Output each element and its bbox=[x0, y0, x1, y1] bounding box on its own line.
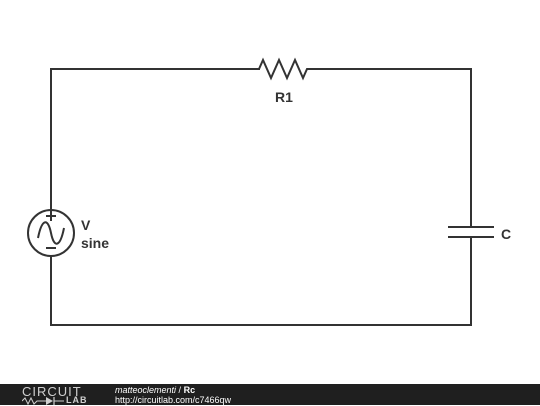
logo-text-top: CIRCUIT bbox=[22, 384, 82, 399]
resistor-zigzag bbox=[258, 57, 311, 81]
source-type-label: sine bbox=[81, 235, 109, 251]
capacitor-label: C bbox=[501, 226, 511, 242]
source-label: V bbox=[81, 217, 91, 233]
resistor-r1[interactable]: R1 bbox=[258, 57, 311, 105]
source-circle bbox=[27, 209, 75, 257]
circuit-schematic: R1 C V sine bbox=[27, 57, 511, 326]
circuit-meta: matteoclementi / Rc http://circuitlab.co… bbox=[115, 385, 231, 405]
sine-wave-icon bbox=[37, 221, 65, 245]
meta-line-1: matteoclementi / Rc bbox=[115, 385, 231, 395]
resistor-label: R1 bbox=[275, 89, 293, 105]
author-name[interactable]: matteoclementi bbox=[115, 385, 177, 395]
circuit-url[interactable]: http://circuitlab.com/c7466qw bbox=[115, 395, 232, 405]
footer-bar: CIRCUIT LAB matteoclementi / Rc http://c… bbox=[0, 384, 540, 406]
capacitor-c[interactable]: C bbox=[448, 226, 511, 242]
circuit-title[interactable]: Rc bbox=[183, 385, 196, 395]
logo-text-bottom: LAB bbox=[66, 395, 88, 405]
logo-diode-icon bbox=[22, 396, 64, 406]
circuitlab-logo[interactable]: CIRCUIT LAB bbox=[22, 384, 94, 406]
ac-voltage-source-v[interactable]: V sine bbox=[27, 209, 109, 257]
meta-separator: / bbox=[178, 385, 182, 395]
